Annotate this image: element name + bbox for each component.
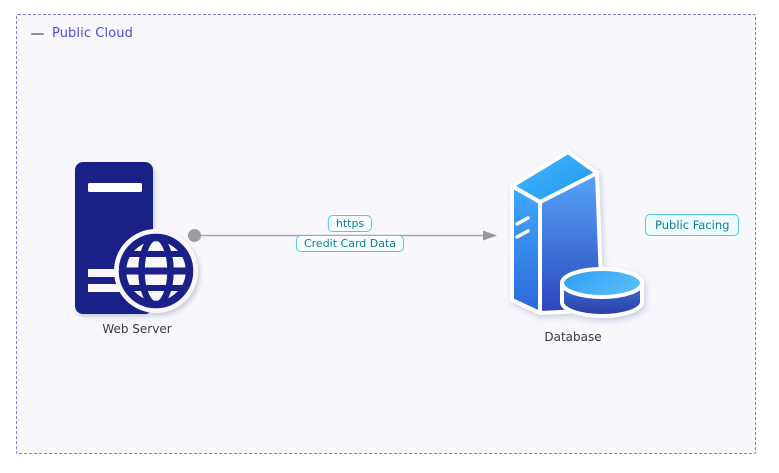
- database-node[interactable]: Database: [497, 146, 649, 344]
- web-server-label: Web Server: [102, 322, 172, 336]
- trust-boundary-header[interactable]: Public Cloud: [31, 26, 133, 41]
- web-server-icon: [75, 162, 198, 314]
- dataflow-arrowhead-icon: [483, 230, 497, 241]
- flow-label-https[interactable]: https: [327, 215, 373, 232]
- web-server-node[interactable]: Web Server: [72, 158, 202, 336]
- trust-boundary-label: Public Cloud: [52, 26, 133, 41]
- dataflow-source-dot[interactable]: [188, 229, 201, 242]
- database-icon: [510, 150, 644, 318]
- public-facing-badge[interactable]: Public Facing: [645, 214, 740, 236]
- database-label: Database: [544, 330, 602, 344]
- flow-label-credit-card-data[interactable]: Credit Card Data: [295, 235, 405, 252]
- boundary-dash-icon: [31, 32, 44, 35]
